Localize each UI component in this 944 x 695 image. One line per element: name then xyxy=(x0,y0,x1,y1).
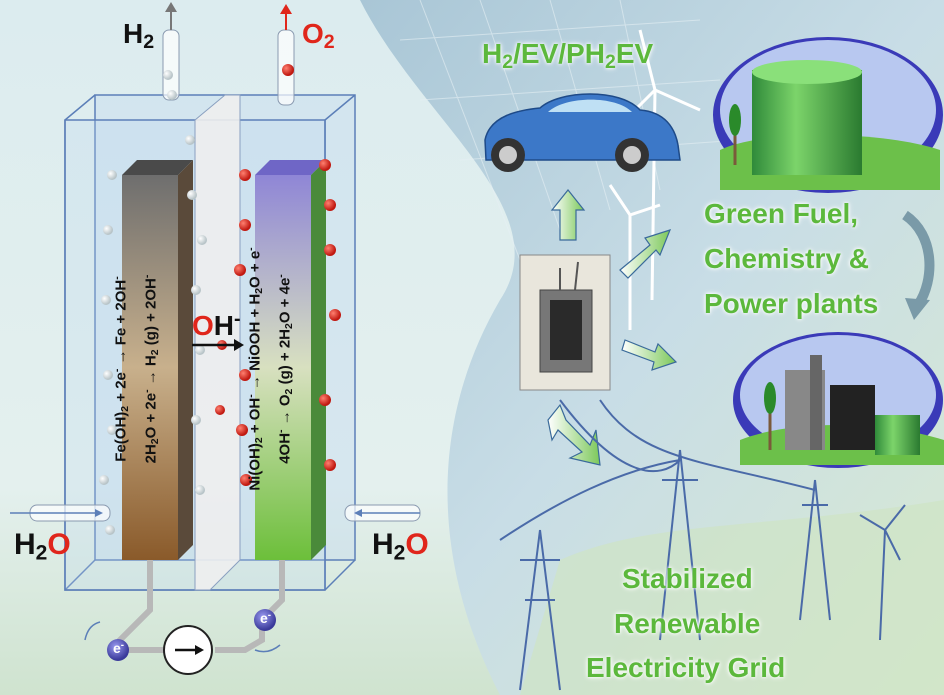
anode-r1-a: Fe + 2OH xyxy=(112,279,130,346)
e-right: e xyxy=(260,610,268,626)
veh-b: /EV/PH xyxy=(513,38,605,69)
cathode-r1-b: + OH xyxy=(246,397,264,438)
hydrogen-bubbles xyxy=(99,135,207,535)
electrolyser-cell xyxy=(10,2,421,675)
o2-sub: 2 xyxy=(323,30,335,53)
hydroxide-label: OH- xyxy=(192,308,241,342)
veh-s2: 2 xyxy=(604,50,616,73)
cathode-r1-c: → NiOOH + H xyxy=(246,293,264,395)
cathode-r2-a: 4OH xyxy=(276,432,294,464)
anode-r2-a: H xyxy=(142,355,160,367)
battolyser-device-photo xyxy=(519,254,611,391)
h2o-right-label: H2O xyxy=(372,528,429,565)
vehicle-label: H2/EV/PH2EV xyxy=(482,38,653,74)
veh-s1: 2 xyxy=(502,50,514,73)
anode-r2-arrow: → xyxy=(142,370,160,386)
cathode-r1-d: O + e xyxy=(246,250,264,288)
green-fuel-line-1: Green Fuel, xyxy=(704,198,859,229)
electron-left-label: e- xyxy=(113,640,124,656)
anode-r1-arrow: → xyxy=(112,349,130,365)
anode-r2-d: O + 2e xyxy=(142,392,160,439)
h2o-left-sub: 2 xyxy=(35,541,48,565)
veh-c: EV xyxy=(615,38,654,69)
anode-r2-c: 2H xyxy=(142,444,160,464)
grid-line-1: Stabilized xyxy=(622,563,753,594)
oh-sup: - xyxy=(234,308,241,330)
h2-sub: 2 xyxy=(143,30,155,53)
h2o-right-o: O xyxy=(405,528,429,561)
anode-electrode xyxy=(122,160,193,175)
e-right-sup: - xyxy=(267,610,272,622)
anode-r1-b: Fe(OH) xyxy=(112,411,130,462)
car-icon xyxy=(484,93,681,172)
power-plant-icon xyxy=(733,332,944,468)
veh-a: H xyxy=(482,38,503,69)
h2o-left-h: H xyxy=(14,528,36,561)
anode-reaction-2: 2H2O + 2e- → H2 (g) + 2OH- xyxy=(141,274,161,464)
grid-line-2: Renewable xyxy=(614,608,761,639)
power-lines xyxy=(499,399,906,691)
e-left: e xyxy=(113,640,121,656)
anode-r1-c: + 2e xyxy=(112,372,130,406)
cathode-r2-b: → O xyxy=(276,394,294,430)
electron-left xyxy=(107,639,129,661)
h2o-right-sub: 2 xyxy=(393,541,406,565)
curved-arrow xyxy=(901,210,935,308)
h2-outlet-tube xyxy=(162,29,180,101)
cathode-reaction-2: 4OH- → O2 (g) + 2H2O + 4e- xyxy=(275,274,295,464)
anode-r2-b: (g) + 2OH xyxy=(142,278,160,350)
anode-reaction-1: Fe(OH)2 + 2e- → Fe + 2OH- xyxy=(111,276,131,462)
oxygen-bubbles xyxy=(215,159,341,486)
e-left-sup: - xyxy=(120,640,125,652)
h2o-right-h: H xyxy=(372,528,394,561)
green-fuel-line-3: Power plants xyxy=(704,288,879,319)
green-fuel-line-2: Chemistry & xyxy=(704,243,869,274)
flow-arrows xyxy=(547,189,678,466)
cathode-reaction-1: Ni(OH)2 + OH- → NiOOH + H2O + e- xyxy=(245,247,265,491)
h2o-left-label: H2O xyxy=(14,528,71,565)
h2-output-label: H2 xyxy=(123,18,154,54)
cathode-r2-d: O + 4e xyxy=(276,277,294,324)
fuel-tank-icon xyxy=(713,37,943,193)
o2-output-label: O2 xyxy=(302,18,335,54)
oh-o: O xyxy=(192,309,214,341)
electron-right xyxy=(254,609,276,631)
h2-main: H xyxy=(123,18,144,49)
cathode-r2-c: (g) + 2H xyxy=(276,329,294,389)
oh-h: H xyxy=(213,309,235,341)
grid-line-3: Electricity Grid xyxy=(586,652,786,683)
cathode-electrode xyxy=(255,160,326,175)
electron-right-label: e- xyxy=(260,610,271,626)
o2-main: O xyxy=(302,18,324,49)
hills xyxy=(520,500,944,695)
cathode-r1-a: Ni(OH) xyxy=(246,443,264,491)
h2o-left-o: O xyxy=(47,528,71,561)
